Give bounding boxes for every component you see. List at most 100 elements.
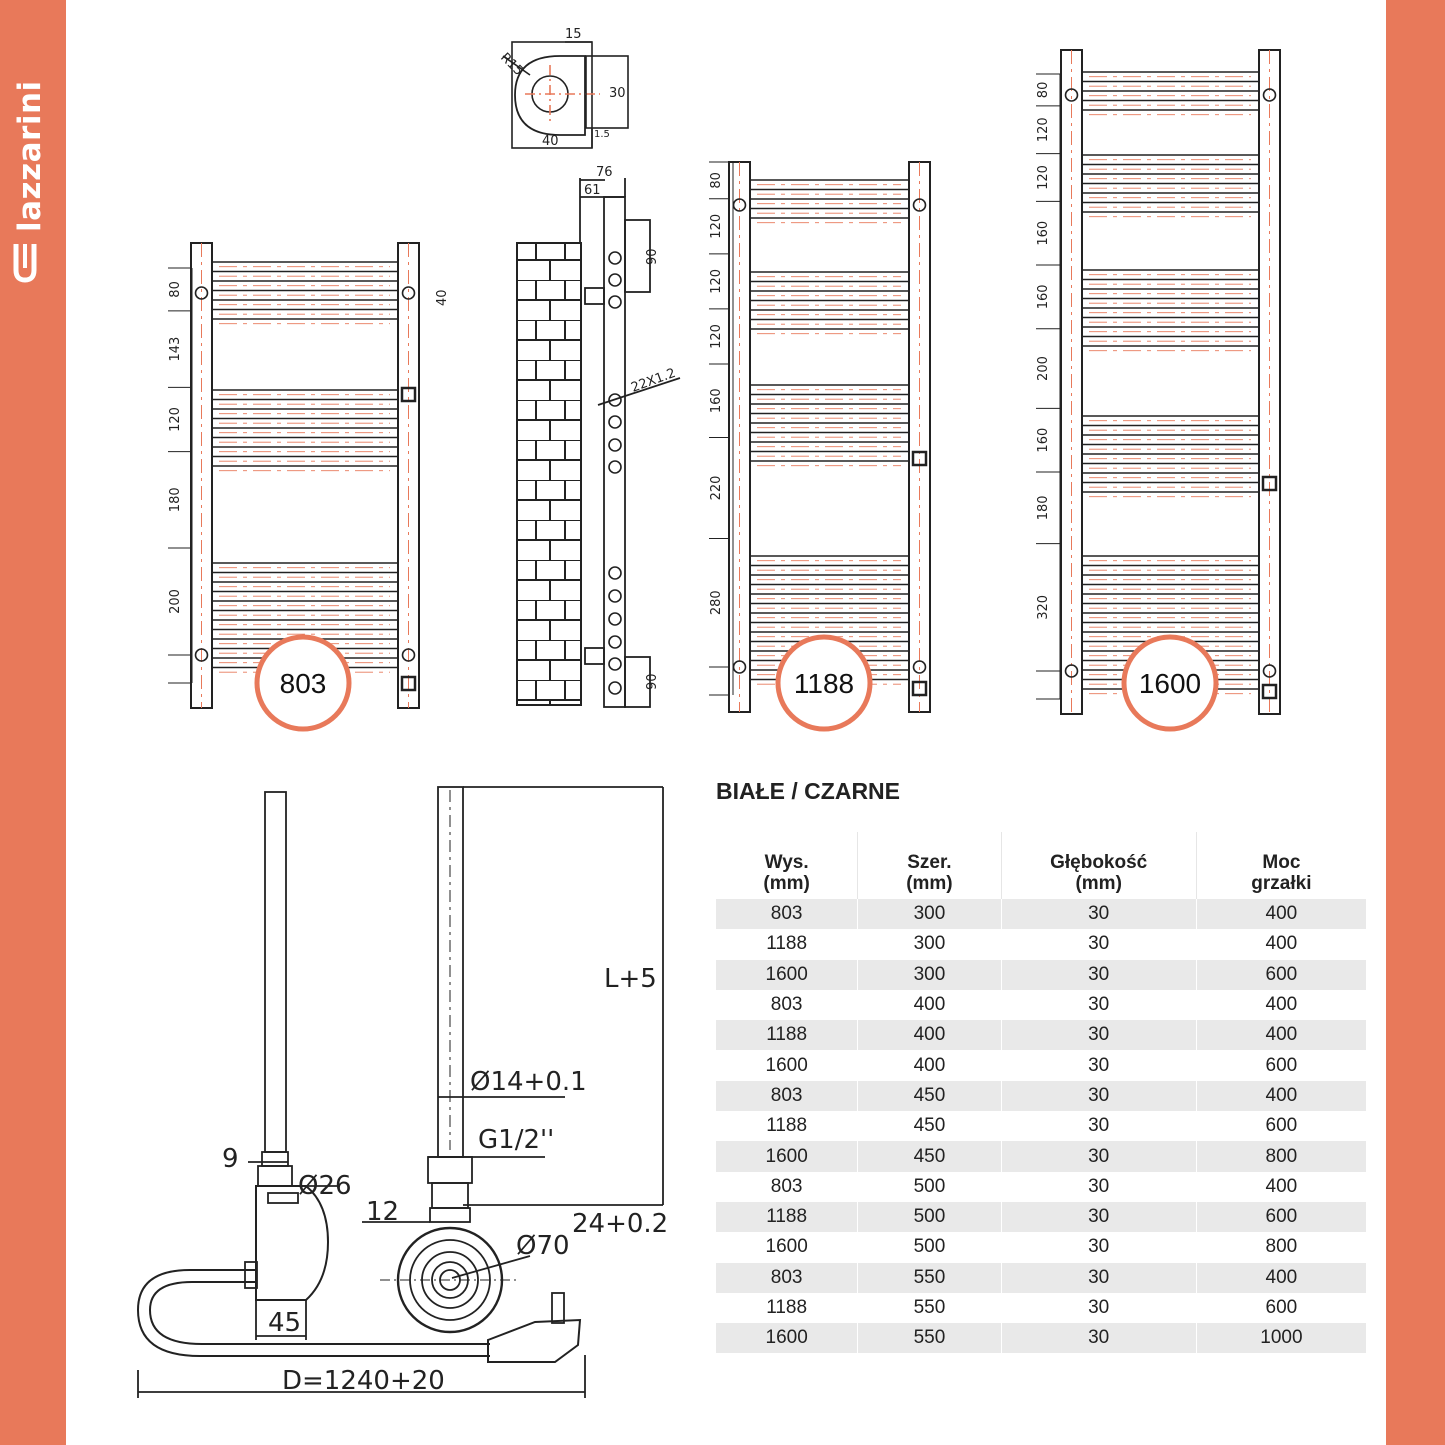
table-cell: 803 <box>770 1084 803 1106</box>
dim-40: 40 <box>542 134 559 149</box>
table-cell: 803 <box>770 903 803 925</box>
dim-90-bottom: 90 <box>645 673 660 690</box>
dim-45: 45 <box>268 1308 301 1338</box>
table-cell: 30 <box>1000 1323 1197 1354</box>
table-cell: 803 <box>770 1266 803 1288</box>
badge-803: 803 <box>254 634 352 732</box>
table-cell: 400 <box>1195 899 1366 930</box>
dimension-label: 120 <box>1036 117 1051 142</box>
table-cell: 30 <box>1000 1171 1197 1202</box>
table-cell: 30 <box>1000 1292 1197 1324</box>
dim-12: 12 <box>366 1197 399 1227</box>
dim-90-top: 90 <box>645 248 660 265</box>
dim-side-40: 40 <box>435 289 450 306</box>
rail-right <box>397 242 420 709</box>
table-cell: 1188 <box>766 1115 808 1137</box>
dimension-label: 80 <box>709 172 724 189</box>
connector-detail <box>502 41 629 149</box>
rail-left <box>190 242 213 709</box>
dimension-label: 180 <box>168 487 183 512</box>
dimension-label: 160 <box>1036 428 1051 453</box>
radiator-1188-drawing: 80 120 120 120 160 220 280 <box>709 161 931 713</box>
table-cell: 400 <box>1195 1020 1366 1051</box>
table-cell: 1000 <box>1195 1323 1366 1354</box>
dim-9: 9 <box>222 1144 239 1174</box>
mount-point <box>401 286 416 300</box>
dim-1-5: 1.5 <box>594 129 610 140</box>
table-cell: 30 <box>1000 959 1197 990</box>
dimension-label: 160 <box>1036 284 1051 309</box>
table-cell: 450 <box>857 1141 1002 1172</box>
table-cell: 600 <box>1195 1292 1366 1324</box>
table-cell: 30 <box>1000 1232 1197 1263</box>
right-accent-band <box>1386 0 1445 1445</box>
dim-cable-length: D=1240+20 <box>282 1366 445 1396</box>
dimension-label: 200 <box>1036 356 1051 381</box>
table-cell: 1188 <box>766 933 808 955</box>
dim-30: 30 <box>609 86 626 101</box>
table-cell: 550 <box>857 1262 1002 1293</box>
table-cell: 1600 <box>765 963 808 985</box>
svg-text:1600: 1600 <box>1139 668 1201 699</box>
dimension-label: 143 <box>168 337 183 362</box>
table-cell: 30 <box>1000 1201 1197 1233</box>
table-cell: 400 <box>857 989 1002 1021</box>
dimension-label: 280 <box>709 590 724 615</box>
dim-76: 76 <box>596 165 613 180</box>
table-cell: 300 <box>857 959 1002 990</box>
dimension-label: 120 <box>709 269 724 294</box>
table-title: BIAŁE / CZARNE <box>716 778 900 804</box>
mount-point <box>912 198 927 212</box>
table-cell: 30 <box>1000 1262 1197 1293</box>
table-cell: 1188 <box>766 1297 808 1318</box>
table-cell: 800 <box>1195 1141 1366 1172</box>
dim-radius: R15 <box>497 50 526 79</box>
dim-l-plus-5: L+5 <box>604 964 657 994</box>
svg-text:803: 803 <box>280 668 327 699</box>
dim-d70: Ø70 <box>516 1231 570 1261</box>
table-cell: 300 <box>857 899 1002 930</box>
dimension-label: 120 <box>1036 165 1051 190</box>
mount-point <box>1064 664 1079 678</box>
dimension-label: 120 <box>709 324 724 349</box>
dimension-label: 120 <box>709 214 724 239</box>
table-cell: 1600 <box>765 1054 808 1076</box>
table-cell: 400 <box>1195 929 1366 960</box>
table-cell: 600 <box>1195 1201 1366 1233</box>
table-cell: 600 <box>1195 1111 1366 1142</box>
table-cell: 450 <box>857 1080 1002 1112</box>
table-cell: 1600 <box>765 1236 808 1258</box>
dimension-label: 160 <box>1036 221 1051 246</box>
table-cell: 600 <box>1195 959 1366 990</box>
dimension-label: 80 <box>1036 82 1051 99</box>
lazzarini-logo-icon <box>13 244 37 283</box>
dimension-label: 180 <box>1036 495 1051 520</box>
dimension-label: 220 <box>709 476 724 501</box>
mount-point <box>194 648 209 662</box>
table-cell: 500 <box>857 1232 1002 1263</box>
table-cell: 30 <box>1000 1111 1197 1142</box>
table-cell: 30 <box>1000 929 1197 960</box>
dim-24: 24+0.2 <box>572 1209 668 1239</box>
table-cell: 400 <box>1195 1262 1366 1293</box>
table-cell: 30 <box>1000 989 1197 1021</box>
mount-point <box>912 660 927 674</box>
table-cell: 450 <box>857 1111 1002 1142</box>
heater-drawing <box>136 786 664 1398</box>
table-cell: 800 <box>1195 1232 1366 1263</box>
dimension-label: 160 <box>709 388 724 413</box>
table-cell: 500 <box>857 1201 1002 1233</box>
dim-61: 61 <box>584 183 601 198</box>
